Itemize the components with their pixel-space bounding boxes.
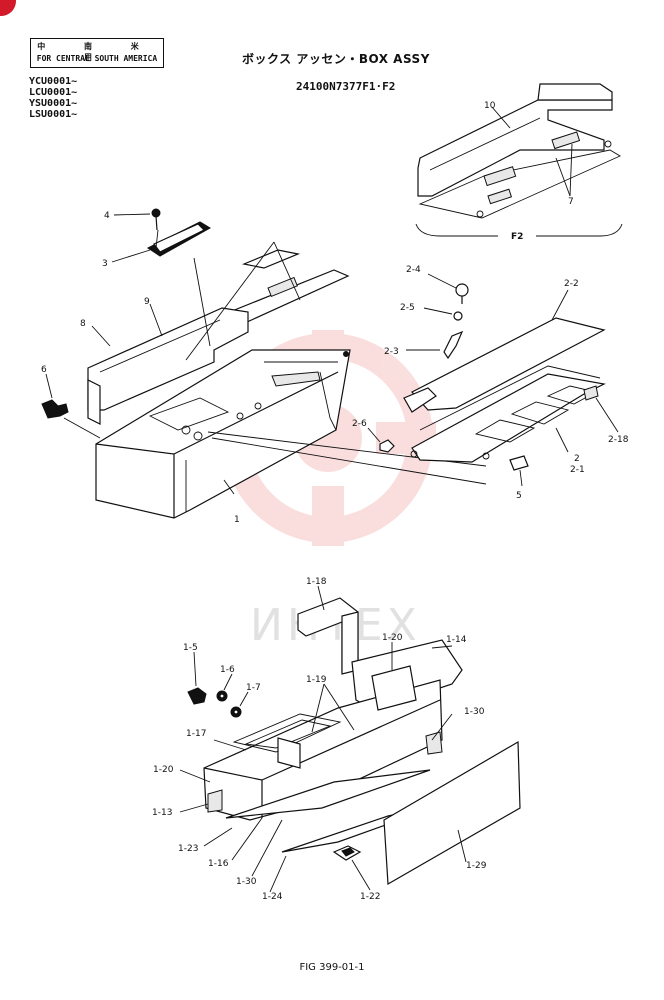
part-2-1-tray <box>411 373 606 463</box>
callout-1-22: 1-22 <box>360 892 380 902</box>
part-10-bracket <box>537 83 613 101</box>
part-9-bracket <box>241 249 301 269</box>
part-1-5-bolt <box>187 687 207 705</box>
callout-5: 5 <box>516 491 522 501</box>
callout-2-4: 2-4 <box>406 265 421 275</box>
part-5-bolt <box>509 455 529 471</box>
callout-1-19: 1-19 <box>306 675 327 685</box>
callout-1-7: 1-7 <box>246 683 261 693</box>
region-en-label: FOR CENTRAL SOUTH AMERICA <box>36 54 158 63</box>
inset-label: F2 <box>511 232 523 242</box>
part-2-5-washer <box>453 311 463 321</box>
callout-1-30: 1-30 <box>236 877 257 887</box>
callout-2-18: 2-18 <box>608 435 629 445</box>
part-2-3-bracket <box>443 330 464 360</box>
serial-item: LCU0001~ <box>29 87 78 98</box>
region-badge: 中 南 米 用 FOR CENTRAL SOUTH AMERICA <box>30 38 164 68</box>
callout-2-3: 2-3 <box>384 347 399 357</box>
part-4-screw <box>151 208 161 218</box>
figure-id: FIG 399-01-1 <box>299 962 365 973</box>
callout-2-6: 2-6 <box>352 419 367 429</box>
upper-left-assembly: 4 3 9 8 6 1 <box>41 208 487 525</box>
part-1-29-panel <box>383 740 521 886</box>
inset-f2: F2 10 7 <box>415 83 623 242</box>
callout-1-18: 1-18 <box>306 577 327 587</box>
callout-8: 8 <box>80 319 86 329</box>
callout-4: 4 <box>104 211 110 221</box>
callout-7: 7 <box>568 197 574 207</box>
serial-item: YSU0001~ <box>29 98 78 109</box>
callout-1-30: 1-30 <box>464 707 485 717</box>
callout-1-23: 1-23 <box>178 844 198 854</box>
callout-3: 3 <box>102 259 108 269</box>
part-2-6-nut <box>379 439 395 453</box>
callout-1: 1 <box>234 515 240 525</box>
serial-list: YCU0001~ LCU0001~ YSU0001~ LSU0001~ <box>29 76 77 120</box>
callout-1-24: 1-24 <box>262 892 283 902</box>
callout-2-5: 2-5 <box>400 303 415 313</box>
part-6-bolt <box>41 399 69 419</box>
callout-6: 6 <box>41 365 47 375</box>
page-title: ボックス アッセン・BOX ASSY <box>242 52 430 66</box>
region-cjk-label: 中 南 米 用 <box>37 42 157 62</box>
lower-assembly: 1-18 1-20 1-14 1-5 1-6 1-7 1-19 1-30 1-1… <box>152 577 521 902</box>
callout-1-20: 1-20 <box>382 633 403 643</box>
watermark-bar <box>312 486 344 546</box>
callout-1-29: 1-29 <box>466 861 487 871</box>
callout-9: 9 <box>144 297 150 307</box>
part-1-20-block <box>371 665 417 711</box>
part-number: 24100N7377F1·F2 <box>296 80 396 93</box>
callout-1-17: 1-17 <box>186 729 206 739</box>
upper-right-assembly: 2-4 2-2 2-5 2-3 2-6 2-18 2 2-1 5 <box>352 265 629 501</box>
callout-1-6: 1-6 <box>220 665 235 675</box>
part-10-plate <box>417 99 613 197</box>
callout-1-5: 1-5 <box>183 643 198 653</box>
callout-2-1: 2-1 <box>570 465 585 475</box>
callout-2-2: 2-2 <box>564 279 579 289</box>
callout-2: 2 <box>574 454 580 464</box>
callout-1-13: 1-13 <box>152 808 172 818</box>
callout-1-14: 1-14 <box>446 635 467 645</box>
serial-item: LSU0001~ <box>29 109 78 120</box>
part-2-4-screw <box>455 283 469 297</box>
callout-1-20: 1-20 <box>153 765 174 775</box>
inset-bracket <box>415 223 623 237</box>
serial-item: YCU0001~ <box>29 76 78 87</box>
callout-10: 10 <box>484 101 496 111</box>
callout-1-16: 1-16 <box>208 859 229 869</box>
part-2-2-plate <box>411 317 606 411</box>
